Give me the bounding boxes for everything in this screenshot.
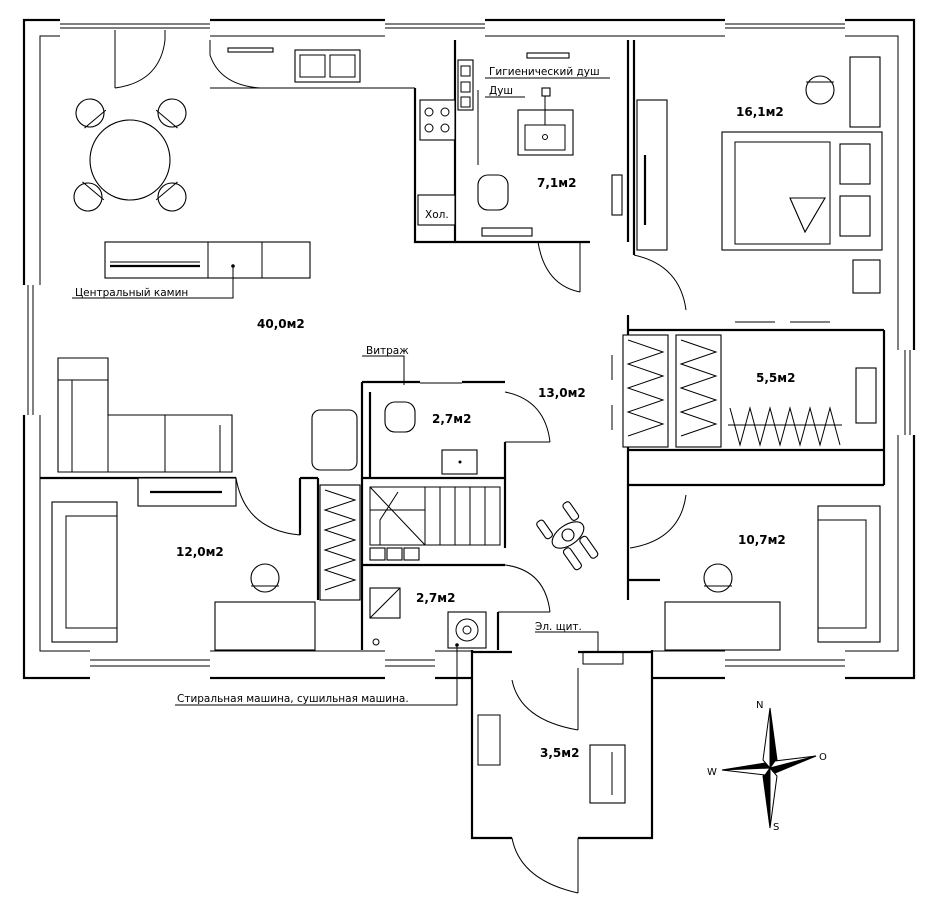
boiler — [855, 367, 877, 424]
dining-set — [73, 98, 187, 212]
fridge — [417, 194, 456, 226]
person-icon — [536, 501, 599, 571]
annotations: Центральный камин Гигиенический душ Душ … — [75, 66, 600, 705]
area-bathroom: 7,1м2 — [537, 176, 576, 190]
room-area-labels: 40,0м2 13,0м2 7,1м2 16,1м2 5,5м2 2,7м2 2… — [176, 105, 795, 760]
compass-rose: N S W O — [707, 700, 827, 833]
wc-sink — [441, 449, 478, 475]
area-laundry: 2,7м2 — [416, 591, 455, 605]
area-master-bedroom: 16,1м2 — [736, 105, 784, 119]
bedroom-2 — [664, 505, 881, 651]
label-hygienic-shower: Гигиенический душ — [489, 66, 600, 78]
bedroom2-sofa — [817, 505, 881, 643]
compass-north: N — [756, 700, 763, 711]
kitchen — [209, 40, 474, 226]
leader-lines — [362, 77, 610, 652]
outer-walls — [22, 18, 916, 680]
master-bedroom — [636, 56, 883, 294]
area-hall: 13,0м2 — [538, 386, 586, 400]
area-living: 40,0м2 — [257, 317, 305, 331]
area-wc: 2,7м2 — [432, 412, 471, 426]
door-swings — [114, 30, 687, 613]
wc-toilet — [384, 401, 416, 433]
oven-column — [457, 59, 474, 111]
study-sofa — [51, 501, 118, 643]
wc-fixtures — [384, 382, 478, 475]
washing-machine — [447, 611, 487, 649]
label-fireplace: Центральный камин — [75, 287, 188, 299]
dining-table — [89, 119, 171, 201]
compass-south: S — [773, 822, 779, 833]
electric-panel — [582, 651, 624, 665]
area-vestibule: 3,5м2 — [540, 746, 579, 760]
label-washer-dryer: Стиральная машина, сушильная машина. — [177, 693, 409, 705]
area-bedroom-2: 10,7м2 — [738, 533, 786, 547]
toilet — [477, 174, 509, 211]
label-electric-panel: Эл. щит. — [535, 621, 582, 633]
fireplace — [72, 241, 311, 299]
vestibule-walls — [470, 650, 654, 894]
label-shower: Душ — [489, 85, 513, 97]
area-wardrobe: 5,5м2 — [756, 371, 795, 385]
bedroom2-desk — [664, 601, 781, 651]
study-desk — [214, 601, 316, 651]
study — [51, 477, 316, 651]
armchair — [311, 409, 358, 471]
label-fridge: Хол. — [425, 209, 449, 221]
label-stained-glass: Витраж — [366, 345, 409, 357]
range-hood — [227, 47, 274, 53]
walk-in-wardrobe — [611, 321, 877, 448]
cooktop — [419, 99, 456, 141]
compass-west: W — [707, 767, 717, 778]
laundry — [175, 587, 487, 706]
compass-east: O — [819, 752, 827, 763]
staircase — [319, 484, 501, 601]
bathroom-fixtures — [477, 52, 623, 237]
wardrobe-sliding — [636, 99, 668, 251]
shoe-rack — [589, 744, 626, 804]
area-study: 12,0м2 — [176, 545, 224, 559]
living-sofa — [57, 357, 358, 473]
